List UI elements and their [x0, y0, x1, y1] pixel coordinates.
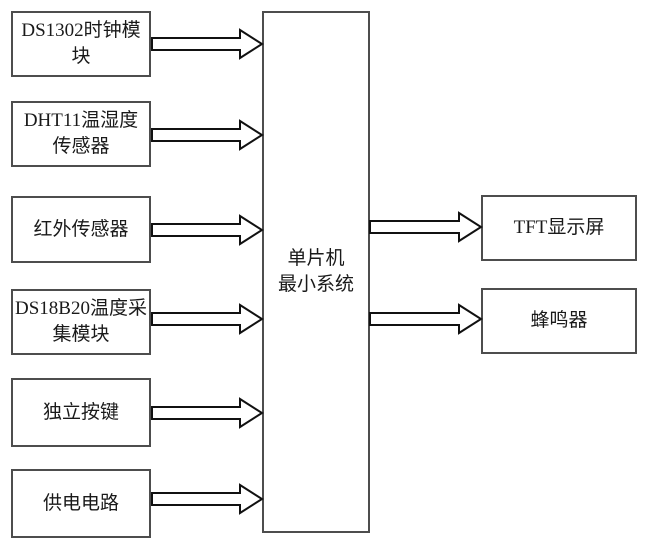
node-independent-keys: 独立按键: [11, 378, 151, 447]
arrow-ds1302-to-mcu-icon: [151, 28, 264, 60]
node-label: TFT显示屏: [513, 217, 605, 238]
node-dht11-temp-humidity-sensor: DHT11温湿度传感器: [11, 101, 151, 167]
node-tft-display: TFT显示屏: [481, 195, 637, 261]
node-ds18b20-temp-collection-module: DS18B20温度采集模块: [11, 289, 151, 355]
node-label-line1: 单片机: [287, 248, 345, 269]
arrow-infrared-to-mcu-icon: [151, 214, 264, 246]
node-label: 红外传感器: [33, 218, 129, 240]
node-label: 独立按键: [42, 401, 119, 423]
node-label: DHT11温湿度传感器: [23, 110, 139, 157]
arrow-ds18b20-to-mcu-icon: [151, 303, 264, 335]
node-power-supply-circuit: 供电电路: [11, 469, 151, 538]
node-ds1302-clock-module: DS1302时钟模块: [11, 11, 151, 77]
arrow-mcu-to-tft-icon: [369, 211, 483, 243]
arrow-power-to-mcu-icon: [151, 483, 264, 515]
node-buzzer: 蜂鸣器: [481, 288, 637, 354]
arrow-dht11-to-mcu-icon: [151, 119, 264, 151]
node-label-line2: 最小系统: [277, 274, 354, 295]
arrow-mcu-to-buzzer-icon: [369, 303, 483, 335]
node-label: DS1302时钟模块: [21, 20, 141, 67]
node-infrared-sensor: 红外传感器: [11, 196, 151, 263]
node-mcu-minimal-system: 单片机 最小系统: [262, 11, 370, 533]
node-label: 供电电路: [42, 492, 119, 514]
node-label: 蜂鸣器: [530, 310, 588, 331]
node-label: DS18B20温度采集模块: [15, 298, 147, 345]
arrow-keys-to-mcu-icon: [151, 397, 264, 429]
